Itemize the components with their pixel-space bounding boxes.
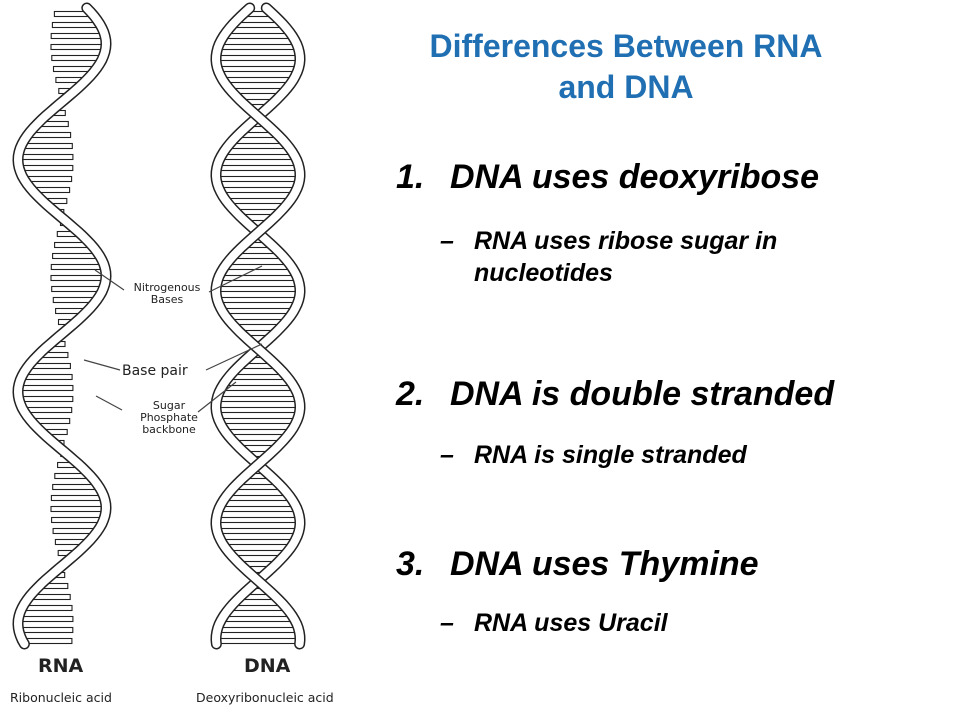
dna-base-rung <box>216 296 300 304</box>
point-3: 3. DNA uses Thymine <box>396 545 759 584</box>
dna-label: DNA <box>244 655 291 677</box>
point-3-sub-text: RNA uses Uracil <box>474 609 668 637</box>
rna-base-rung <box>51 54 104 62</box>
callout-bases-line2: Bases <box>150 293 184 307</box>
dna-base-rung <box>218 417 298 425</box>
point-3-text: DNA uses Thymine <box>450 545 759 583</box>
rna-base-rung <box>50 505 107 513</box>
dna-base-rung <box>219 186 297 194</box>
rna-helix <box>12 2 112 650</box>
rna-backbone-1 <box>13 4 111 648</box>
dna-base-rung <box>215 637 301 645</box>
dna-base-rung <box>221 615 295 623</box>
callout-bases-line1: Nitrogenous <box>133 281 201 294</box>
callout-sugar-line3: backbone <box>142 423 196 437</box>
point-2-sub-text: RNA is single stranded <box>474 441 747 469</box>
dna-base-rung <box>216 164 300 172</box>
rna-base-rung <box>50 32 106 40</box>
dna-base-rung <box>220 153 296 161</box>
point-1-number: 1. <box>396 158 425 196</box>
dna-base-rung <box>222 76 294 84</box>
callout-line-bases-rna <box>94 269 125 291</box>
dna-rna-diagram: Nitrogenous Bases Base pair Sugar Phosph… <box>0 0 370 720</box>
dna-base-rung <box>217 274 299 282</box>
dna-base-rung <box>227 142 289 150</box>
point-1-dash: – <box>440 227 454 255</box>
dna-base-rung <box>224 428 291 436</box>
dna-base-rung <box>221 538 295 546</box>
callout-line-bases-dna <box>208 265 263 293</box>
dna-base-rung <box>215 516 301 524</box>
dna-base-rung <box>223 32 293 40</box>
point-3-number: 3. <box>396 545 425 583</box>
dna-base-rung <box>215 285 301 293</box>
rna-base-rung <box>17 615 74 623</box>
rna-base-rung <box>50 274 107 282</box>
point-1: 1. DNA uses deoxyribose <box>396 158 819 197</box>
dna-base-rung <box>218 505 298 513</box>
dna-name: Deoxyribonucleic acid <box>196 690 334 705</box>
dna-backbone-2 <box>211 4 305 648</box>
dna-base-rung <box>221 307 295 315</box>
point-2-dash: – <box>440 441 454 469</box>
rna-base-rung <box>17 384 74 392</box>
rna-base-rung <box>18 626 74 634</box>
point-2-sub: –RNA is single stranded <box>440 440 747 472</box>
dna-base-rung <box>216 395 300 403</box>
callout-base-pair: Base pair <box>122 363 188 379</box>
dna-base-rung <box>217 65 299 73</box>
callout-line-basepair-rna <box>83 359 121 371</box>
point-1-text: DNA uses deoxyribose <box>450 158 820 196</box>
rna-label: RNA <box>38 655 84 677</box>
callout-line-basepair-dna <box>205 343 263 371</box>
dna-base-rung <box>223 263 293 271</box>
rna-base-rung <box>51 516 105 524</box>
rna-base-rung <box>51 285 104 293</box>
callout-sugar-phosphate-backbone: Sugar Phosphate backbone <box>136 399 202 437</box>
rna-base-rung <box>50 43 107 51</box>
dna-base-rung <box>216 626 300 634</box>
callout-line-sugar-dna <box>197 381 237 413</box>
point-1-sub: –RNA uses ribose sugar in nucleotides <box>440 226 874 290</box>
rna-name: Ribonucleic acid <box>10 690 112 705</box>
point-3-dash: – <box>440 609 454 637</box>
rna-base-rung <box>18 164 74 172</box>
dna-base-rung <box>215 54 301 62</box>
title-line-1: Differences Between RNA <box>429 28 823 64</box>
dna-base-rung <box>215 175 301 183</box>
dna-base-rung <box>217 43 299 51</box>
rna-base-rung <box>22 637 73 645</box>
dna-base-rung <box>225 197 291 205</box>
callout-sugar-line1: Sugar <box>152 399 186 412</box>
helix-illustration <box>12 2 306 650</box>
rna-base-rung <box>50 494 106 502</box>
rna-base-rung <box>18 395 74 403</box>
slide-title: Differences Between RNA and DNA <box>370 26 882 108</box>
callout-sugar-line2: Phosphate <box>140 411 198 425</box>
point-2-number: 2. <box>396 375 425 413</box>
rna-base-rung <box>17 153 74 161</box>
dna-base-rung <box>215 406 301 414</box>
rna-base-rung <box>50 263 106 271</box>
dna-base-rung <box>220 384 296 392</box>
callout-line-sugar-rna <box>95 395 123 411</box>
dna-base-rung <box>224 494 292 502</box>
rna-base-rung <box>20 373 73 381</box>
point-2: 2. DNA is double stranded <box>396 375 834 414</box>
dna-helix <box>210 2 306 650</box>
point-2-text: DNA is double stranded <box>450 375 835 413</box>
rna-base-rung <box>21 604 73 612</box>
point-1-sub-text: RNA uses ribose sugar in nucleotides <box>474 227 778 287</box>
title-line-2: and DNA <box>558 68 694 105</box>
callout-lines <box>83 265 263 413</box>
rna-base-rung <box>20 142 73 150</box>
callout-nitrogenous-bases: Nitrogenous Bases <box>124 281 210 307</box>
dna-base-rung <box>216 527 300 535</box>
point-3-sub: –RNA uses Uracil <box>440 608 668 640</box>
